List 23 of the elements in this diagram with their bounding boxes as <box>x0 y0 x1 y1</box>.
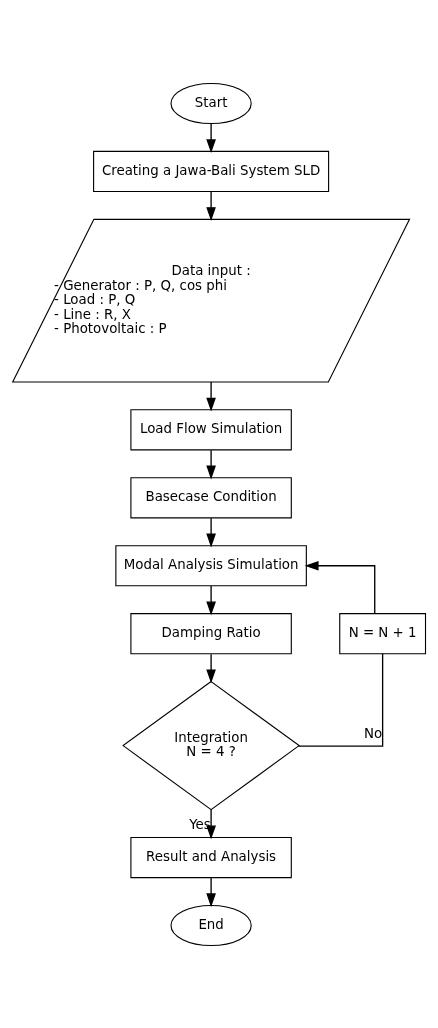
arrow <box>206 808 216 839</box>
connector <box>297 652 384 747</box>
node-box: Result and Analysis <box>130 836 292 878</box>
node-box: Modal Analysis Simulation <box>115 544 307 586</box>
node-ellipse: End <box>170 904 252 946</box>
node-box: Load Flow Simulation <box>130 408 292 450</box>
arrow <box>206 584 216 615</box>
arrow <box>206 449 216 479</box>
arrow <box>206 122 216 153</box>
node-box: Damping Ratio <box>130 612 292 654</box>
arrow <box>206 653 216 683</box>
edge-label: No <box>364 725 383 741</box>
node-diamond: Integration N = 4 ? <box>122 680 301 810</box>
arrow <box>206 517 216 547</box>
node-box: N = N + 1 <box>339 612 427 654</box>
node-box: Creating a Jawa-Bali System SLD <box>93 150 330 192</box>
arrow <box>206 876 216 907</box>
arrow <box>206 190 216 221</box>
arrow <box>206 380 216 412</box>
edge-label: Yes <box>189 816 211 832</box>
node-ellipse: Start <box>170 82 252 124</box>
node-box: Basecase Condition <box>130 476 292 518</box>
arrow <box>304 560 376 614</box>
